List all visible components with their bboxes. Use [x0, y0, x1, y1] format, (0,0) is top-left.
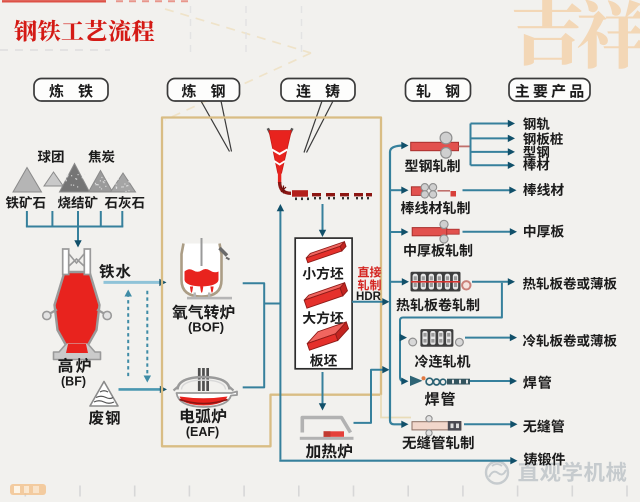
svg-text:(BF): (BF) [61, 375, 86, 389]
svg-text:(EAF): (EAF) [186, 425, 219, 439]
svg-text:HDR: HDR [356, 291, 382, 303]
svg-text:(BOF): (BOF) [188, 320, 224, 335]
